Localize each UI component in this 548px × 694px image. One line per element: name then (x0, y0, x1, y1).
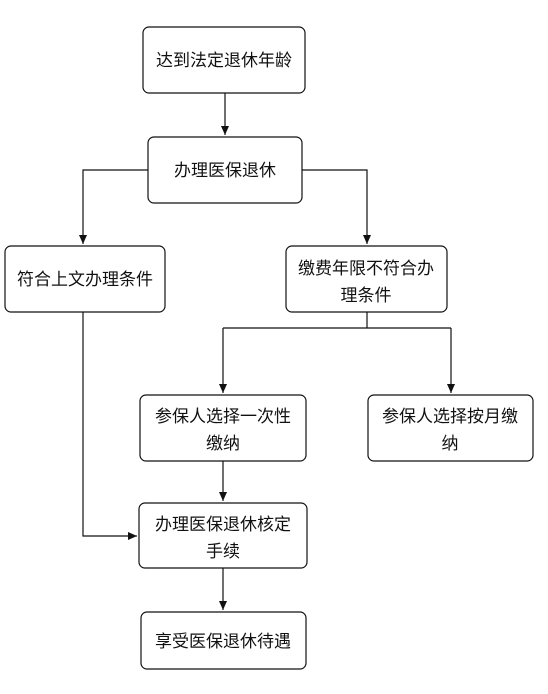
node-handle-retirement: 办理医保退休 (147, 136, 303, 204)
node-meets-conditions-label: 符合上文办理条件 (17, 270, 153, 290)
node-verify: 办理医保退休核定 手续 (138, 502, 308, 569)
arrow-handle-to-meets-conditions (79, 169, 148, 244)
node-monthly-label-line1: 参保人选择按月缴 (382, 407, 518, 427)
connectors (79, 93, 455, 610)
node-monthly-label-line2: 纳 (442, 434, 459, 454)
node-handle-retirement-label: 办理医保退休 (174, 161, 276, 181)
arrow-handle-to-insufficient-years (302, 169, 371, 244)
node-monthly: 参保人选择按月缴 纳 (367, 394, 534, 462)
node-insufficient-years-label-line2: 理条件 (341, 286, 392, 306)
node-lump-sum: 参保人选择一次性 缴纳 (139, 394, 307, 462)
node-enjoy-benefits-label: 享受医保退休待遇 (155, 632, 291, 652)
node-retirement-age: 达到法定退休年龄 (142, 26, 306, 94)
node-meets-conditions: 符合上文办理条件 (4, 245, 166, 313)
line-meets-conditions-to-verify (82, 312, 137, 540)
node-lump-sum-label-line2: 缴纳 (206, 434, 240, 454)
node-verify-label-line2: 手续 (206, 542, 240, 562)
node-enjoy-benefits: 享受医保退休待遇 (140, 611, 307, 670)
node-insufficient-years-label-line1: 缴费年限不符合办 (298, 259, 434, 279)
node-verify-label-line1: 办理医保退休核定 (155, 515, 291, 535)
node-retirement-age-label: 达到法定退休年龄 (156, 51, 292, 71)
node-lump-sum-label-line1: 参保人选择一次性 (155, 407, 291, 427)
node-insufficient-years: 缴费年限不符合办 理条件 (285, 245, 448, 313)
